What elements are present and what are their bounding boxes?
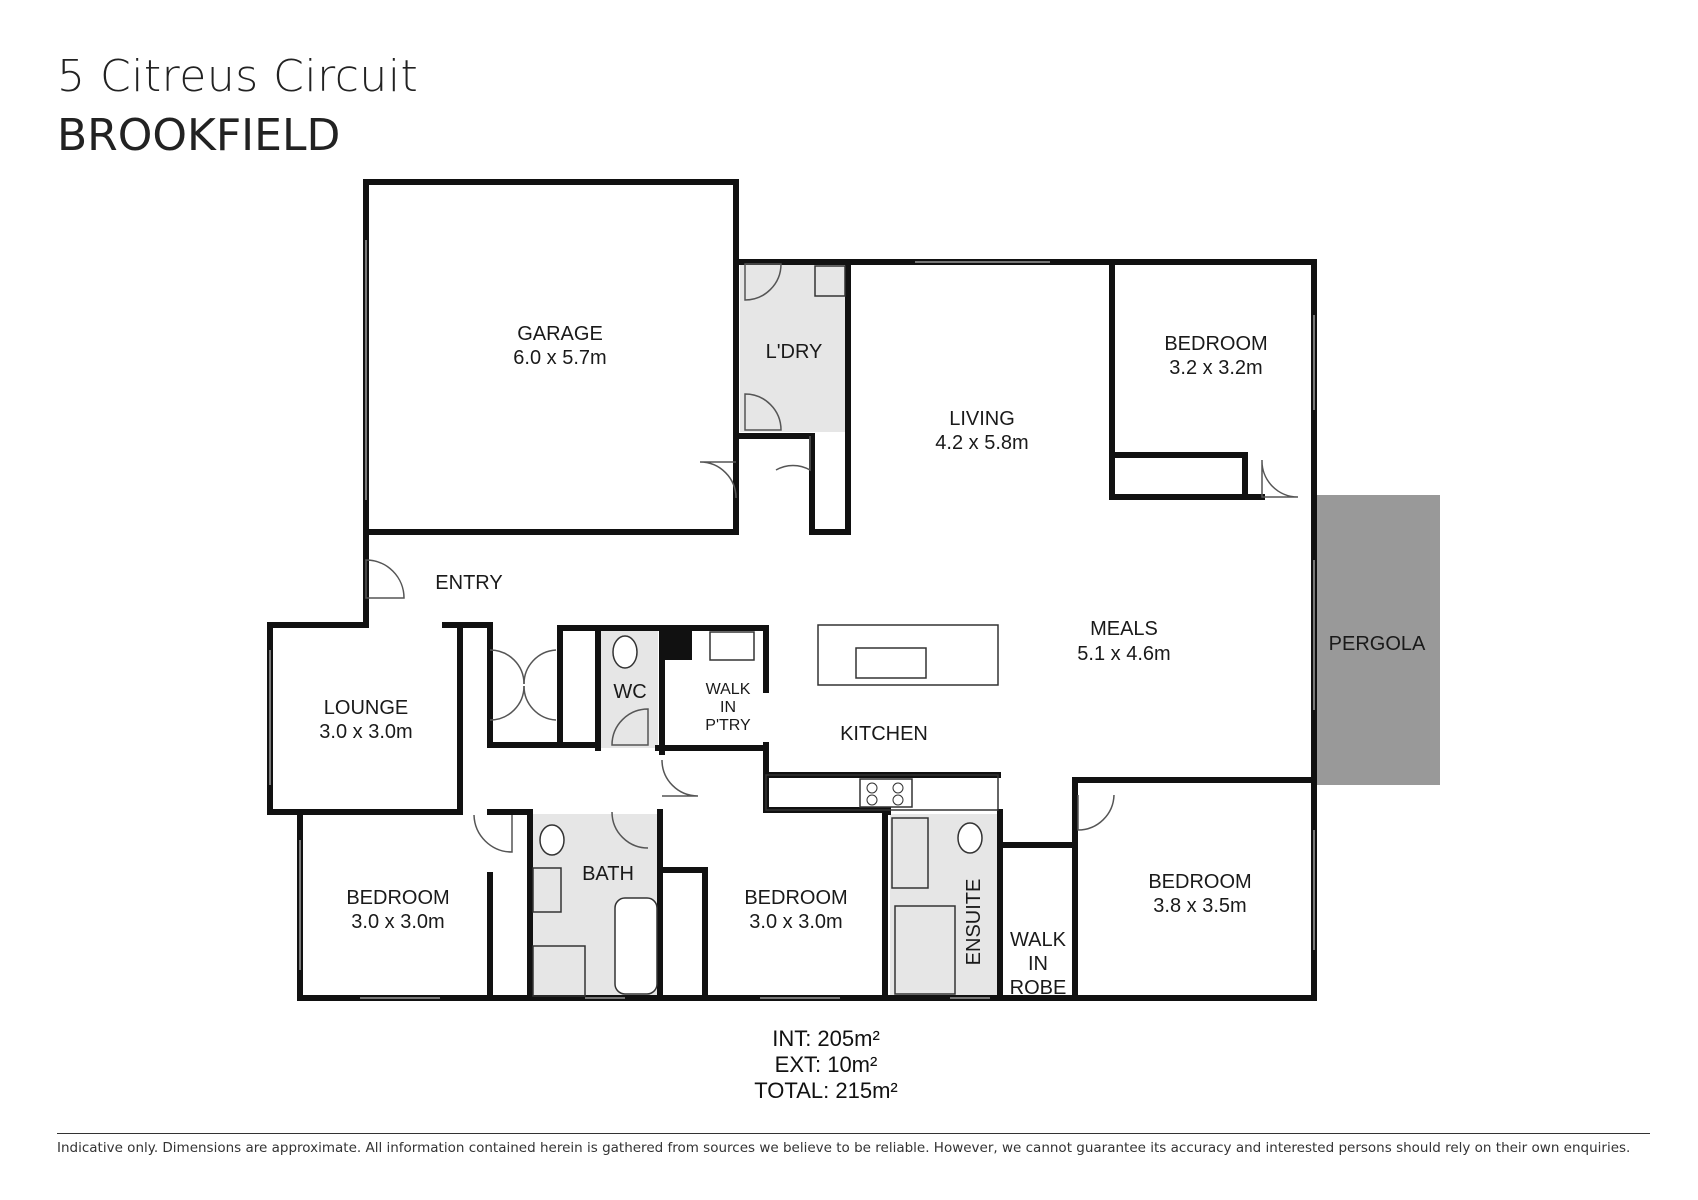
robe-label-line2: IN	[1028, 953, 1048, 975]
entry-label: ENTRY	[435, 572, 502, 594]
wc-door-swing	[611, 708, 649, 746]
pantry-label-line2: IN	[720, 699, 736, 716]
header: 5 Citreus Circuit BROOKFIELD	[57, 48, 418, 166]
ensuite-label: ENSUITE	[963, 879, 985, 966]
fridge-space	[662, 628, 692, 660]
cooktop-burner	[866, 782, 878, 794]
cooktop	[859, 778, 913, 808]
bath-toilet	[539, 824, 565, 856]
garage-size: 6.0 x 5.7m	[513, 347, 606, 369]
robe-label-line1: WALK	[1010, 929, 1067, 951]
bedroom-ne-door-swing	[1261, 459, 1299, 498]
robe-label-line3: ROBE	[1010, 977, 1067, 999]
living-label: LIVING	[949, 408, 1015, 430]
disclaimer: Indicative only. Dimensions are approxim…	[57, 1140, 1631, 1156]
bedroom-s-size: 3.0 x 3.0m	[749, 911, 842, 933]
meals-size: 5.1 x 4.6m	[1077, 643, 1170, 665]
kitchen-island	[817, 624, 999, 686]
bath-door-swing	[611, 811, 649, 849]
bedroom-se-door-swing	[1077, 794, 1115, 831]
ensuite-toilet	[957, 822, 983, 854]
pantry-label-line1: WALK	[706, 681, 751, 698]
entry-door-swing	[365, 559, 405, 599]
hall-door-swing	[661, 759, 699, 797]
kitchen-label: KITCHEN	[840, 723, 928, 745]
pergola-area	[1317, 495, 1440, 785]
bedroom-sw-label: BEDROOM	[346, 887, 449, 909]
laundry-bottom-door-swing	[744, 393, 782, 431]
lounge-size: 3.0 x 3.0m	[319, 721, 412, 743]
bedroom-sw-size: 3.0 x 3.0m	[351, 911, 444, 933]
bedroom-s-label: BEDROOM	[744, 887, 847, 909]
cooktop-burner	[892, 782, 904, 794]
internal-area: INT: 205m²	[772, 1026, 880, 1051]
ensuite-basin	[891, 817, 929, 889]
laundry-top-door-swing	[744, 263, 782, 301]
linen-door-swing-right	[523, 649, 557, 721]
pergola-label: PERGOLA	[1329, 633, 1426, 655]
laundry-label: L'DRY	[766, 341, 823, 363]
meals-label: MEALS	[1090, 618, 1158, 640]
bedroom-ne-size: 3.2 x 3.2m	[1169, 357, 1262, 379]
laundry-tub	[814, 265, 846, 297]
windows	[269, 240, 1315, 999]
bedroom-se-label: BEDROOM	[1148, 871, 1251, 893]
linen-door-swing-left	[489, 649, 525, 721]
area-summary: INT: 205m² EXT: 10m² TOTAL: 215m²	[754, 1026, 897, 1103]
garage-door-swing	[699, 461, 737, 499]
garage-label: GARAGE	[517, 323, 603, 345]
doors	[365, 263, 1299, 853]
pantry-shelf	[709, 631, 755, 661]
cooktop-burner	[892, 794, 904, 806]
lounge-label: LOUNGE	[324, 697, 408, 719]
laundry-fill	[740, 262, 848, 432]
bath-shower	[532, 945, 586, 997]
kitchen-bench	[765, 774, 999, 811]
bath-label: BATH	[582, 863, 634, 885]
pantry-label-line3: P'TRY	[705, 717, 751, 734]
wc-label: WC	[613, 681, 646, 703]
ensuite-shower	[894, 905, 956, 995]
living-size: 4.2 x 5.8m	[935, 432, 1028, 454]
external-area: EXT: 10m²	[775, 1052, 878, 1077]
property-address: 5 Citreus Circuit	[57, 51, 419, 102]
cooktop-burner	[866, 794, 878, 806]
bath-basin	[532, 867, 562, 913]
wc-toilet	[612, 635, 638, 669]
island-sink	[855, 647, 927, 679]
total-area: TOTAL: 215m²	[754, 1078, 897, 1103]
bedroom-se-size: 3.8 x 3.5m	[1153, 895, 1246, 917]
property-suburb: BROOKFIELD	[57, 110, 341, 161]
bathtub	[614, 897, 658, 995]
footer-divider	[57, 1133, 1650, 1134]
room-labels: GARAGE 6.0 x 5.7m L'DRY LIVING 4.2 x 5.8…	[319, 323, 1426, 999]
bedroom-sw-door-swing	[473, 814, 513, 853]
laundry-door-swing	[775, 436, 811, 472]
bedroom-ne-label: BEDROOM	[1164, 333, 1267, 355]
